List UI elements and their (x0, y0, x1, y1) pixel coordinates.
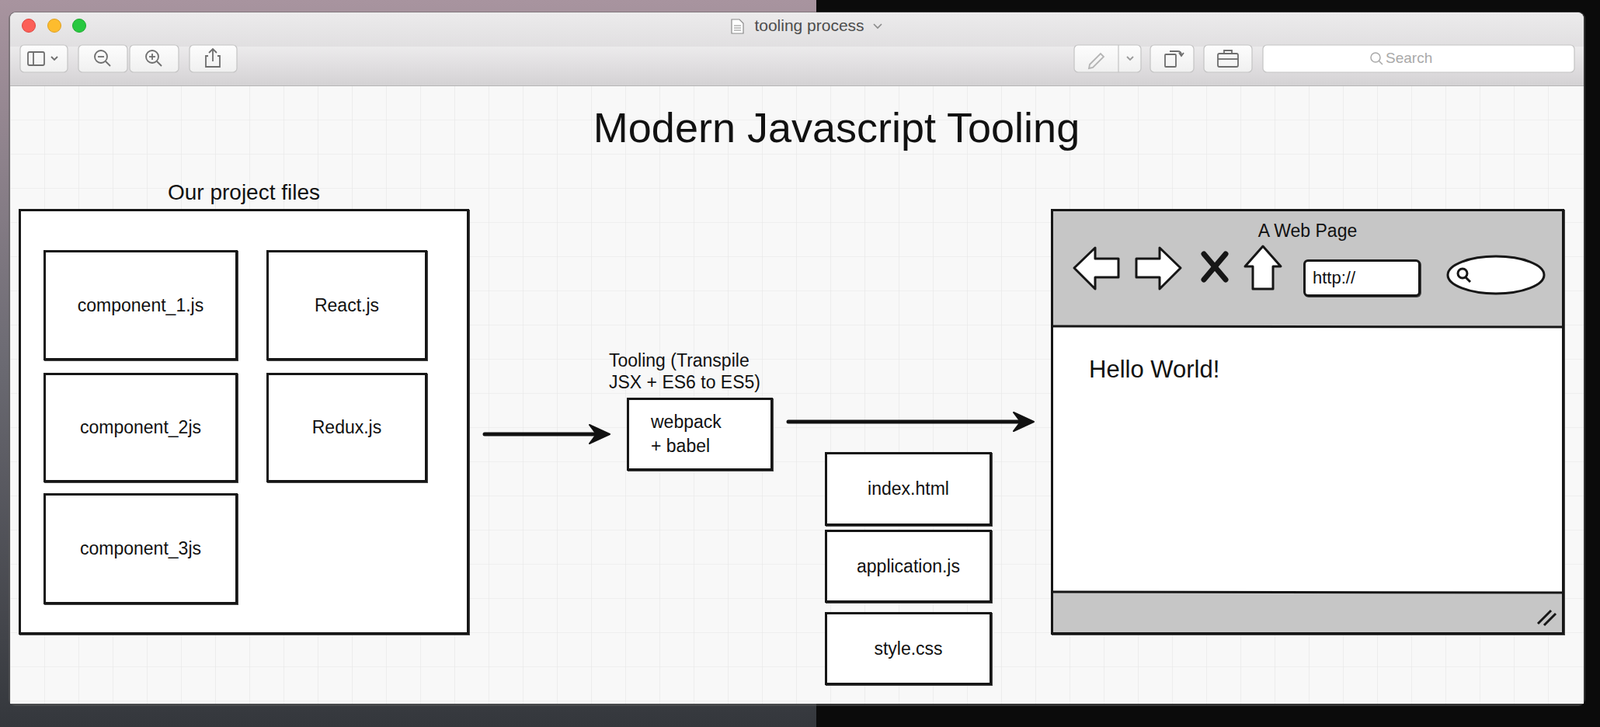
group-heading: Our project files (20, 180, 467, 206)
toolbar-icons (27, 45, 1383, 73)
page-content: Hello World! (1088, 355, 1220, 384)
file-name: component_3js (80, 538, 202, 560)
window-title: tooling process (754, 16, 864, 35)
arrow-line (788, 420, 1021, 425)
arrow-line (484, 432, 597, 437)
file-box: component_3js (43, 493, 238, 605)
diagram-title: Modern Javascript Tooling (593, 103, 1080, 152)
file-name: Redux.js (312, 417, 382, 439)
flow-arrow (788, 412, 1034, 432)
file-box: Redux.js (266, 372, 428, 483)
url-field: http:// (1303, 259, 1421, 297)
file-box: component_2js (43, 372, 238, 483)
tool-heading: Tooling (Transpile JSX + ES6 to ES5) (608, 349, 784, 395)
file-box: React.js (266, 250, 428, 361)
tool-box: Tooling (Transpile JSX + ES6 to ES5)webp… (626, 397, 773, 471)
search-placeholder: Search (1385, 49, 1433, 67)
file-name: index.html (867, 478, 950, 500)
file-name: component_1.js (77, 295, 204, 317)
file-name: component_2js (80, 417, 202, 439)
output-file: style.css (824, 612, 992, 686)
file-name: application.js (856, 556, 960, 578)
arrow-head (1013, 412, 1034, 432)
arrow-head (589, 424, 610, 444)
tool-name: webpack + babel (650, 410, 729, 459)
traffic-lights (22, 19, 87, 33)
file-group: Our project filescomponent_1.jsReact.jsc… (18, 208, 470, 635)
url-text: http:// (1312, 267, 1356, 289)
file-name: React.js (314, 295, 380, 317)
page-title: A Web Page (1053, 220, 1562, 242)
file-name: style.css (873, 638, 943, 660)
output-file: application.js (824, 529, 992, 603)
toolbar-buttons (20, 45, 1575, 73)
app-window (8, 11, 1586, 707)
browser-window: A Web PageHello World! http:// (1050, 208, 1565, 635)
file-box: component_1.js (43, 250, 238, 361)
browser-illustration (1050, 208, 1565, 635)
output-file: index.html (824, 452, 992, 526)
flow-arrow (484, 424, 610, 444)
